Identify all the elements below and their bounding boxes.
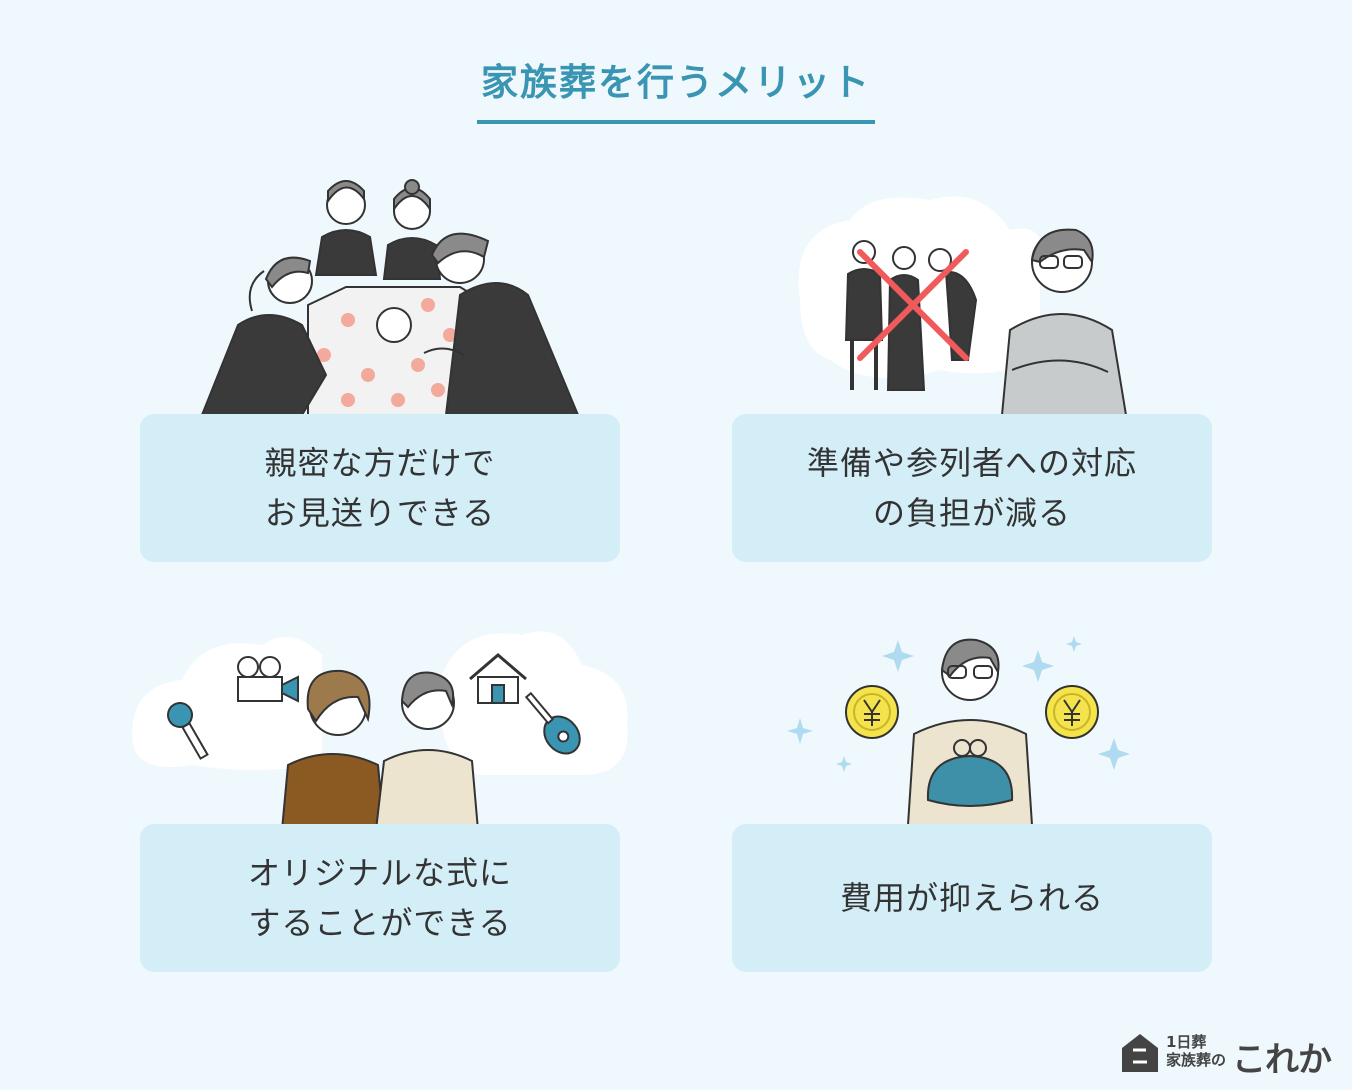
back-woman-figure <box>382 179 442 280</box>
back-man-figure <box>314 180 378 276</box>
card-text-line: の負担が減る <box>872 494 1071 532</box>
merit-card-close-family: 親密な方だけで お見送りできる <box>140 414 620 562</box>
page-title: 家族葬を行うメリット <box>477 52 875 124</box>
guitar-icon <box>524 691 581 755</box>
mourner-bowing-figure <box>928 248 978 361</box>
yen-coin-icon-left <box>845 685 899 739</box>
card-text-line: お見送りできる <box>264 494 496 532</box>
reduced-burden-illustration <box>798 196 1128 415</box>
family-farewell-illustration <box>200 179 580 415</box>
sparkle-icons <box>787 636 1130 772</box>
movie-camera-icon <box>237 656 299 703</box>
house-icon <box>469 653 527 704</box>
logo-brand-name: これから <box>1232 1040 1332 1090</box>
microphone-icon <box>167 702 209 760</box>
merit-card-original-ceremony: オリジナルな式に することができる <box>140 824 620 972</box>
yen-coin-icon-right <box>1045 685 1099 739</box>
cross-mark-icon <box>857 249 969 361</box>
card-text-line: することができる <box>248 904 512 942</box>
card-text-line: オリジナルな式に <box>247 854 512 892</box>
merit-card-lower-cost: 費用が抑えられる <box>732 824 1212 972</box>
left-cloud-bubble <box>132 637 322 770</box>
brand-logo: 1日葬 家族葬の これから <box>1120 1030 1335 1090</box>
front-woman-figure <box>200 256 328 415</box>
card-text-line: 費用が抑えられる <box>839 879 1104 917</box>
card-text-line: 準備や参列者への対応 <box>806 444 1137 482</box>
page-header: 家族葬を行うメリット <box>0 52 1352 124</box>
original-ceremony-illustration <box>132 631 628 830</box>
logo-tagline-2: 家族葬の <box>1166 1051 1227 1069</box>
cost-saving-illustration <box>787 636 1130 825</box>
thinking-woman-figure <box>280 669 386 830</box>
card-text-line: 親密な方だけで <box>264 444 496 482</box>
logo-tagline-1: 1日葬 <box>1166 1033 1207 1051</box>
purse-icon <box>926 739 1014 807</box>
man-arms-crossed-figure <box>1000 228 1128 415</box>
merit-card-reduced-burden: 準備や参列者への対応 の負担が減る <box>732 414 1212 562</box>
thinking-man-figure <box>374 671 480 830</box>
front-man-figure <box>423 232 580 415</box>
house-logo-icon <box>1122 1034 1158 1072</box>
